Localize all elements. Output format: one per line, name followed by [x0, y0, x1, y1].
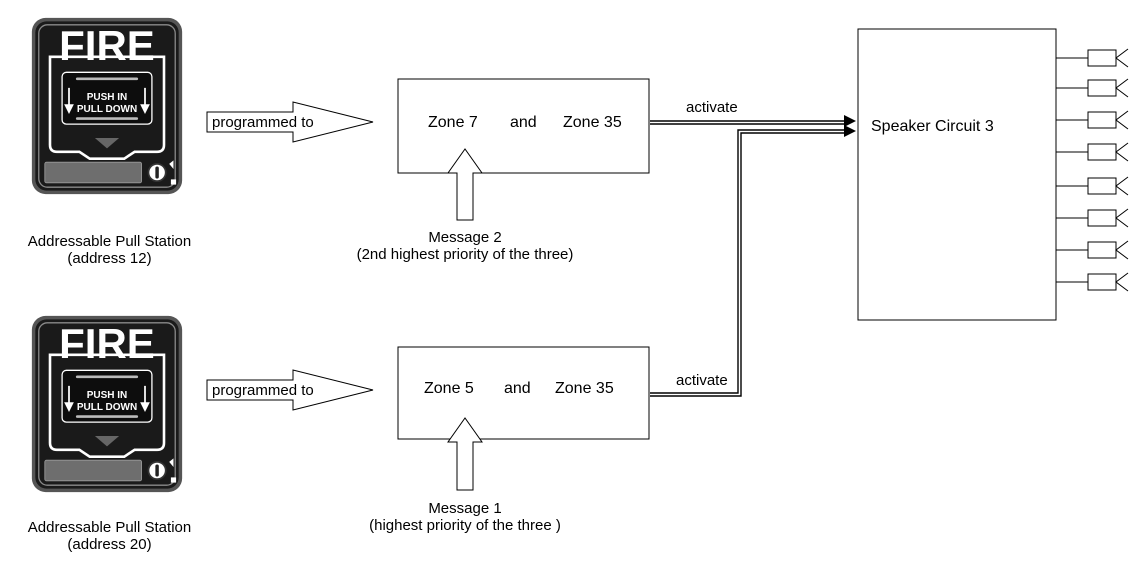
message-2-caption: Message 2 (2nd highest priority of the t… — [310, 229, 620, 263]
zone-box-2 — [397, 346, 650, 440]
speaker-icon — [1056, 48, 1129, 68]
zone-box-1 — [397, 78, 650, 174]
pull-station-1: FIRE PUSH IN PULL DOWN — [31, 16, 183, 196]
speaker-circuit-label: Speaker Circuit 3 — [871, 118, 994, 135]
speaker-icon — [1056, 142, 1129, 162]
activate-label-2: activate — [676, 372, 728, 389]
message-1-priority: (highest priority of the three ) — [369, 517, 561, 534]
speaker-icon — [1056, 272, 1129, 292]
speaker-icon — [1056, 208, 1129, 228]
station-1-caption: Addressable Pull Station (address 12) — [7, 233, 212, 267]
speaker-circuit-box — [857, 28, 1057, 321]
speaker-icon — [1056, 78, 1129, 98]
programmed-to-arrow-2 — [206, 369, 374, 411]
activate-line-2 — [650, 129, 846, 397]
speaker-icon — [1056, 240, 1129, 260]
station-1-address: (address 12) — [67, 250, 152, 267]
activate-arrowhead-1 — [844, 115, 856, 127]
station-push-text: PUSH IN — [87, 390, 128, 401]
station-pull-text: PULL DOWN — [77, 104, 137, 115]
zone-1-a: Zone 7 — [428, 114, 478, 131]
activate-line-1 — [650, 120, 846, 125]
message-1-arrow — [447, 417, 483, 491]
speaker-icon — [1056, 110, 1129, 130]
station-1-name: Addressable Pull Station — [27, 233, 192, 250]
station-push-text: PUSH IN — [87, 92, 128, 103]
station-2-address: (address 20) — [67, 536, 152, 553]
message-1-title: Message 1 — [428, 500, 502, 517]
zone-2-a: Zone 5 — [424, 380, 474, 397]
message-2-arrow — [447, 148, 483, 221]
programmed-to-arrow-1 — [206, 101, 374, 143]
activate-label-1: activate — [686, 99, 738, 116]
message-2-title: Message 2 — [428, 229, 502, 246]
speaker-icon — [1056, 176, 1129, 196]
message-1-caption: Message 1 (highest priority of the three… — [320, 500, 610, 534]
programmed-to-label-2: programmed to — [212, 382, 314, 399]
pull-station-2: FIRE PUSH IN PULL DOWN — [31, 314, 183, 494]
station-pull-text: PULL DOWN — [77, 402, 137, 413]
zone-2-b: Zone 35 — [555, 380, 614, 397]
zone-1-b: Zone 35 — [563, 114, 622, 131]
station-fire-text: FIRE — [59, 320, 155, 367]
station-2-name: Addressable Pull Station — [27, 519, 192, 536]
station-2-caption: Addressable Pull Station (address 20) — [7, 519, 212, 553]
activate-arrowhead-2 — [844, 125, 856, 137]
zone-1-conj: and — [510, 114, 537, 131]
zone-2-conj: and — [504, 380, 531, 397]
message-2-priority: (2nd highest priority of the three) — [356, 246, 574, 263]
speaker-group — [1056, 48, 1129, 292]
programmed-to-label-1: programmed to — [212, 114, 314, 131]
station-fire-text: FIRE — [59, 22, 155, 69]
